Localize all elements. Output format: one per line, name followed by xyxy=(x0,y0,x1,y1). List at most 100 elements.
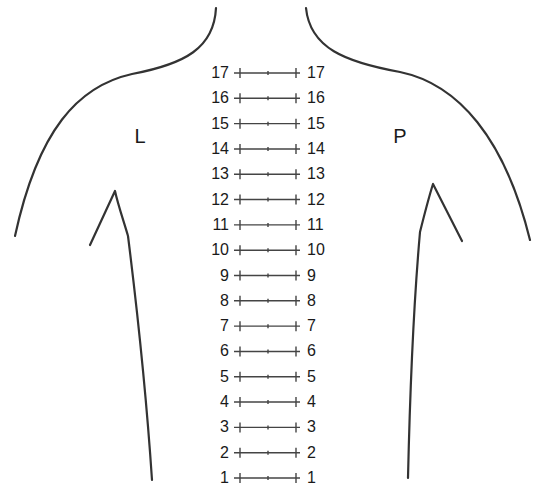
ladder-row xyxy=(234,346,300,356)
row-number: 6 xyxy=(220,343,229,359)
ladder-row xyxy=(234,321,300,331)
ladder-row xyxy=(234,397,300,407)
ladder-tick xyxy=(295,119,296,129)
ladder-tick xyxy=(267,451,268,455)
row-number: 3 xyxy=(220,419,229,435)
ladder-tick xyxy=(267,96,268,100)
ladder-tick xyxy=(295,220,296,230)
row-number: 5 xyxy=(307,369,316,385)
ladder-tick xyxy=(267,349,268,353)
row-number: 17 xyxy=(211,65,229,81)
ladder-tick xyxy=(295,448,296,458)
ladder-tick xyxy=(295,245,296,255)
ladder-row xyxy=(234,372,300,382)
ladder-tick xyxy=(267,147,268,151)
row-number: 12 xyxy=(211,192,229,208)
ladder-tick xyxy=(267,248,268,252)
measurement-ladder xyxy=(234,68,300,483)
row-number: 12 xyxy=(307,192,325,208)
side-label: P xyxy=(393,126,406,146)
ladder-tick xyxy=(267,425,268,429)
ladder-row xyxy=(234,68,300,78)
ladder-tick xyxy=(267,223,268,227)
row-number: 13 xyxy=(211,166,229,182)
ladder-tick xyxy=(239,93,240,103)
ladder-tick xyxy=(267,476,268,480)
row-number: 1 xyxy=(307,470,316,486)
row-number: 9 xyxy=(220,268,229,284)
row-number: 9 xyxy=(307,268,316,284)
ladder-row xyxy=(234,220,300,230)
ladder-tick xyxy=(239,119,240,129)
row-number: 16 xyxy=(307,90,325,106)
row-number: 11 xyxy=(212,217,229,233)
ladder-line xyxy=(234,98,300,99)
row-number: 14 xyxy=(211,141,229,157)
row-number: 15 xyxy=(307,116,325,132)
row-number: 4 xyxy=(307,394,316,410)
ladder-tick xyxy=(267,375,268,379)
left-shoulder-line xyxy=(15,8,216,236)
ladder-tick xyxy=(267,198,268,202)
ladder-row xyxy=(234,245,300,255)
ladder-tick xyxy=(239,195,240,205)
ladder-tick xyxy=(239,346,240,356)
ladder-line xyxy=(234,249,300,250)
ladder-line xyxy=(234,199,300,200)
ladder-tick xyxy=(239,321,240,331)
row-number: 2 xyxy=(307,445,316,461)
ladder-tick xyxy=(295,169,296,179)
ladder-tick xyxy=(295,346,296,356)
ladder-line xyxy=(234,275,300,276)
row-number: 15 xyxy=(211,116,229,132)
ladder-tick xyxy=(295,144,296,154)
ladder-tick xyxy=(295,422,296,432)
ladder-line xyxy=(234,427,300,428)
ladder-line xyxy=(234,452,300,453)
row-number: 11 xyxy=(307,217,324,233)
ladder-tick xyxy=(267,299,268,303)
row-number: 17 xyxy=(307,65,325,81)
row-number: 8 xyxy=(307,293,316,309)
ladder-line xyxy=(234,401,300,402)
row-number: 1 xyxy=(220,470,229,486)
ladder-tick xyxy=(295,473,296,483)
ladder-tick xyxy=(267,122,268,126)
ladder-tick xyxy=(239,422,240,432)
ladder-tick xyxy=(267,324,268,328)
ladder-row xyxy=(234,195,300,205)
ladder-tick xyxy=(239,245,240,255)
ladder-tick xyxy=(239,169,240,179)
ladder-line xyxy=(234,351,300,352)
ladder-row xyxy=(234,93,300,103)
ladder-tick xyxy=(239,144,240,154)
ladder-tick xyxy=(295,397,296,407)
left-arm-inner xyxy=(90,191,152,480)
ladder-tick xyxy=(267,274,268,278)
row-number: 4 xyxy=(220,394,229,410)
ladder-row xyxy=(234,144,300,154)
ladder-tick xyxy=(295,195,296,205)
row-number: 3 xyxy=(307,419,316,435)
ladder-row xyxy=(234,422,300,432)
row-number: 6 xyxy=(307,343,316,359)
ladder-line xyxy=(234,123,300,124)
row-number: 14 xyxy=(307,141,325,157)
ladder-line xyxy=(234,325,300,326)
ladder-tick xyxy=(239,473,240,483)
ladder-row xyxy=(234,473,300,483)
ladder-row xyxy=(234,448,300,458)
ladder-row xyxy=(234,119,300,129)
ladder-line xyxy=(234,174,300,175)
row-number: 13 xyxy=(307,166,325,182)
right-arm-inner xyxy=(408,184,462,478)
row-number: 10 xyxy=(307,242,325,258)
ladder-tick xyxy=(295,93,296,103)
ladder-tick xyxy=(267,172,268,176)
ladder-row xyxy=(234,271,300,281)
row-number: 2 xyxy=(220,445,229,461)
row-number: 16 xyxy=(211,90,229,106)
ladder-tick xyxy=(295,372,296,382)
